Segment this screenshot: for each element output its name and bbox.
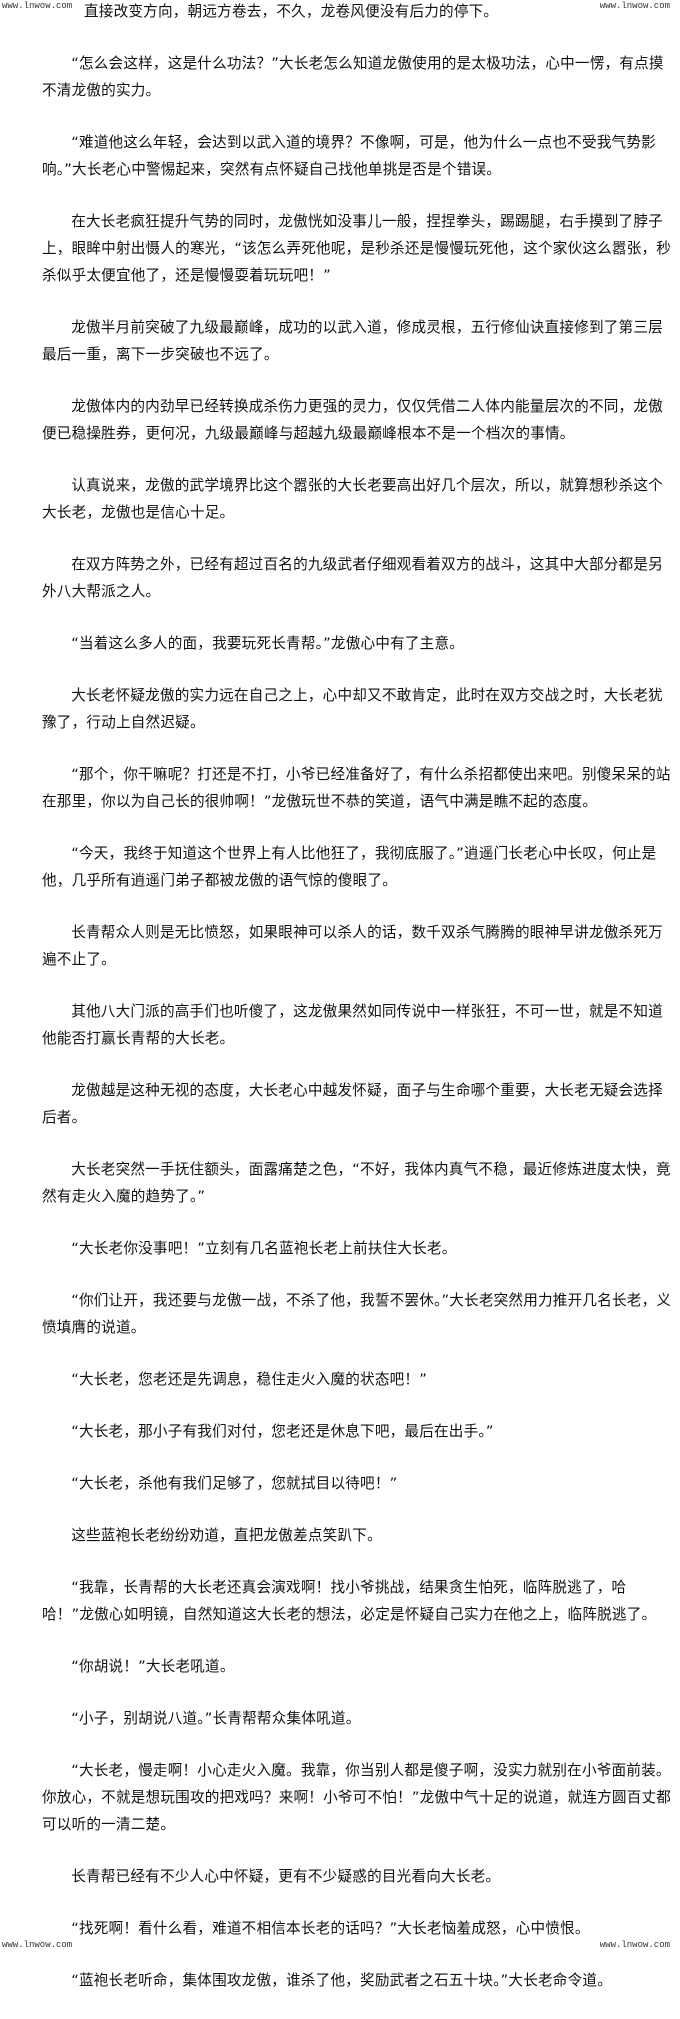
paragraph: “找死啊！看什么看，难道不相信本长老的话吗？”大长老恼羞成怒，心中愤恨。 — [71, 1920, 590, 1937]
paragraph: “大长老，您老还是先调息，稳住走火入魔的状态吧！” — [71, 1371, 427, 1388]
paragraph: 直接改变方向，朝远方卷去，不久，龙卷风便没有后力的停下。 — [84, 3, 499, 20]
paragraph: “大长老，杀他有我们足够了，您就拭目以待吧！” — [71, 1475, 398, 1492]
paragraph: “蓝袍长老听命，集体围攻龙傲，谁杀了他，奖励武者之石五十块。”大长老命令道。 — [71, 1972, 612, 1989]
paragraph: 长青帮众人则是无比愤怒，如果眼神可以杀人的话，数千双杀气腾腾的眼神早讲龙傲杀死万… — [42, 924, 663, 968]
paragraph: “大长老，那小子有我们对付，您老还是休息下吧，最后在出手。” — [71, 1423, 494, 1440]
paragraph: 龙傲半月前突破了九级最巅峰，成功的以武入道，修成灵根，五行修仙诀直接修到了第三层… — [42, 319, 663, 363]
paragraph: “小子，别胡说八道。”长青帮帮众集体吼道。 — [71, 1710, 361, 1727]
paragraph: “大长老你没事吧！”立刻有几名蓝袍长老上前扶住大长老。 — [71, 1240, 457, 1257]
paragraph: 长青帮已经有不少人心中怀疑，更有不少疑惑的目光看向大长老。 — [71, 1868, 501, 1885]
paragraph: 其他八大门派的高手们也听傻了，这龙傲果然如同传说中一样张狂，不可一世，就是不知道… — [42, 1003, 663, 1047]
paragraph: 大长老怀疑龙傲的实力远在自己之上，心中却又不敢肯定，此时在双方交战之时，大长老犹… — [42, 687, 663, 731]
paragraph: “今天，我终于知道这个世界上有人比他狂了，我彻底服了。”逍遥门长老心中长叹，何止… — [42, 845, 657, 889]
article-body: 直接改变方向，朝远方卷去，不久，龙卷风便没有后力的停下。 “怎么会这样，这是什么… — [42, 0, 675, 2019]
paragraph: 龙傲体内的内劲早已经转换成杀伤力更强的灵力，仅仅凭借二人体内能量层次的不同，龙傲… — [42, 398, 663, 442]
paragraph: “当着这么多人的面，我要玩死长青帮。”龙傲心中有了主意。 — [71, 635, 465, 652]
paragraph: “大长老，慢走啊！小心走火入魔。我靠，你当别人都是傻子啊，没实力就别在小爷面前装… — [42, 1762, 672, 1833]
paragraph: “你胡说！”大长老吼道。 — [71, 1658, 235, 1675]
paragraph: 在双方阵势之外，已经有超过百名的九级武者仔细观看着双方的战斗，这其中大部分都是另… — [42, 556, 663, 600]
paragraph: 龙傲越是这种无视的态度，大长老心中越发怀疑，面子与生命哪个重要，大长老无疑会选择… — [42, 1082, 663, 1126]
watermark-bottom-right: www.lnwow.com — [599, 1940, 670, 1950]
paragraph: “难道他这么年轻，会达到以武入道的境界？不像啊，可是，他为什么一点也不受我气势影… — [42, 134, 656, 178]
paragraph: 认真说来，龙傲的武学境界比这个嚣张的大长老要高出好几个层次，所以，就算想秒杀这个… — [42, 477, 663, 521]
paragraph: “我靠，长青帮的大长老还真会演戏啊！找小爷挑战，结果贪生怕死，临阵脱逃了，哈哈！… — [42, 1579, 657, 1623]
document-page: www.lnwow.com www.lnwow.com 直接改变方向，朝远方卷去… — [2, 1, 671, 1989]
paragraph: 大长老突然一手抚住额头，面露痛楚之色，“不好，我体内真气不稳，最近修炼进度太快，… — [42, 1161, 671, 1205]
watermark-top-right: www.lnwow.com — [599, 1, 670, 11]
paragraph: 在大长老疯狂提升气势的同时，龙傲恍如没事儿一般，捏捏拳头，踢踢腿，右手摸到了脖子… — [42, 213, 672, 284]
paragraph: “你们让开，我还要与龙傲一战，不杀了他，我誓不罢休。”大长老突然用力推开几名长老… — [42, 1292, 672, 1336]
watermark-bottom-left: www.lnwow.com — [2, 1940, 73, 1950]
paragraph: “那个，你干嘛呢？打还是不打，小爷已经准备好了，有什么杀招都使出来吧。别傻呆呆的… — [42, 766, 671, 810]
watermark-top-left: www.lnwow.com — [2, 1, 73, 11]
paragraph: 这些蓝袍长老纷纷劝道，直把龙傲差点笑趴下。 — [71, 1527, 382, 1544]
paragraph: “怎么会这样，这是什么功法？”大长老怎么知道龙傲使用的是太极功法，心中一愣，有点… — [42, 55, 664, 99]
